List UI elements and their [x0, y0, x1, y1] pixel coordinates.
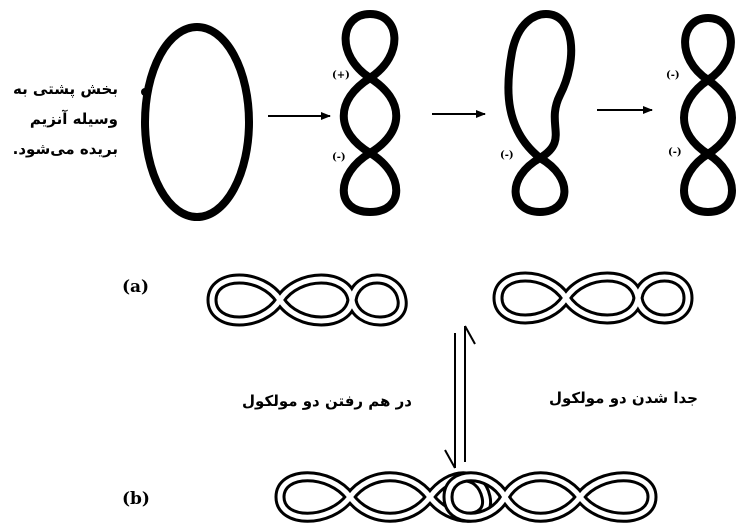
sign-step1-top: (+) [332, 70, 350, 81]
supercoil-2 [504, 9, 576, 217]
sign-step2: (-) [500, 150, 514, 161]
supercoil-molecule-right [492, 271, 694, 325]
sign-step1-bottom: (-) [332, 152, 346, 163]
relaxed-circle [141, 23, 253, 221]
nick-caption-line-3: بریده می‌شود. [12, 140, 118, 158]
nick-site-dot [141, 88, 149, 96]
sign-step3-bottom: (-) [668, 147, 682, 158]
sign-step3-top: (-) [666, 70, 680, 81]
supercoil-molecule-left [206, 273, 408, 327]
nick-caption-line-2: وسیله آنزیم [29, 110, 118, 128]
nick-caption-line-1: بخش پشتی به [12, 80, 118, 98]
equilibrium-arrows [444, 325, 476, 469]
supercoil-1 [339, 9, 401, 217]
nick-caption: بخش پشتی به وسیله آنزیم بریده می‌شود. [13, 74, 118, 164]
catenation-text: در هم رفتن دو مولکول [242, 392, 412, 410]
catenated-molecules [274, 471, 658, 523]
panel-a-label: (a) [122, 277, 149, 297]
decatenation-text: جدا شدن دو مولکول [549, 389, 698, 407]
supercoil-3 [680, 13, 736, 217]
panel-b-label: (b) [122, 489, 150, 509]
